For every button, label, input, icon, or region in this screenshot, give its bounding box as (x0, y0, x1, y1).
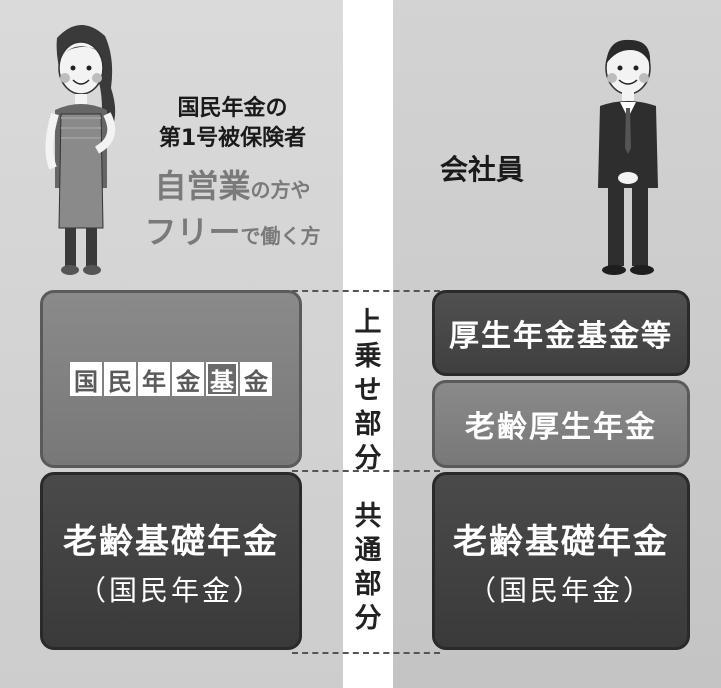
upper-char-2: 乗 (354, 341, 382, 372)
common-portion-label: 共 通 部 分 (345, 500, 391, 636)
left-basic-pension-subtitle: （国民年金） (77, 573, 264, 607)
desc-big-2: フリー (144, 213, 241, 251)
left-basic-pension-title: 老齢基礎年金 (63, 521, 279, 562)
old-age-employees-pension-title: 老齢厚生年金 (465, 410, 657, 445)
national-pension-fund-label: 国 民 年 金 基 金 (70, 362, 272, 396)
upper-char-4: 部 (354, 409, 382, 440)
title-line-2: 第1号被保険者 (158, 126, 307, 151)
middle-dashed-line (292, 470, 440, 472)
right-person-title: 会社員 (440, 153, 525, 186)
char-min: 民 (104, 362, 136, 396)
upper-char-5: 分 (354, 443, 382, 474)
left-basic-pension-block: 老齢基礎年金 （国民年金） (40, 472, 302, 650)
self-employed-woman-illustration (45, 24, 116, 275)
char-kuni: 国 (70, 362, 102, 396)
char-nen: 年 (138, 362, 170, 396)
title-line-1: 国民年金の (177, 96, 288, 121)
upper-char-1: 上 (354, 307, 382, 338)
bottom-dashed-line (292, 652, 440, 654)
employee-pension-fund-block: 厚生年金基金等 (432, 290, 690, 376)
national-pension-fund-block: 国 民 年 金 基 金 (40, 290, 302, 468)
right-basic-pension-title: 老齢基礎年金 (453, 521, 669, 562)
left-person-title: 国民年金の 第1号被保険者 (130, 94, 335, 154)
top-dashed-line (292, 290, 440, 292)
upper-char-3: せ (354, 375, 382, 406)
lower-char-2: 通 (354, 535, 382, 566)
desc-big-1: 自営業 (154, 167, 251, 205)
employee-pension-fund-title: 厚生年金基金等 (449, 319, 673, 354)
char-kin-2: 金 (240, 362, 272, 396)
char-kin: 金 (172, 362, 204, 396)
old-age-employees-pension-block: 老齢厚生年金 (432, 380, 690, 468)
right-basic-pension-block: 老齢基礎年金 （国民年金） (432, 472, 690, 650)
left-person-description: 自営業の方や フリーで働く方 (130, 166, 335, 258)
desc-small-1: の方や (250, 178, 311, 202)
upper-portion-label: 上 乗 せ 部 分 (345, 306, 391, 476)
desc-small-2: で働く方 (240, 224, 321, 248)
lower-char-1: 共 (354, 501, 382, 532)
lower-char-3: 部 (354, 569, 382, 600)
char-ki: 基 (206, 362, 238, 396)
office-worker-man-illustration (598, 39, 658, 275)
lower-char-4: 分 (354, 603, 382, 634)
right-basic-pension-subtitle: （国民年金） (467, 573, 654, 607)
